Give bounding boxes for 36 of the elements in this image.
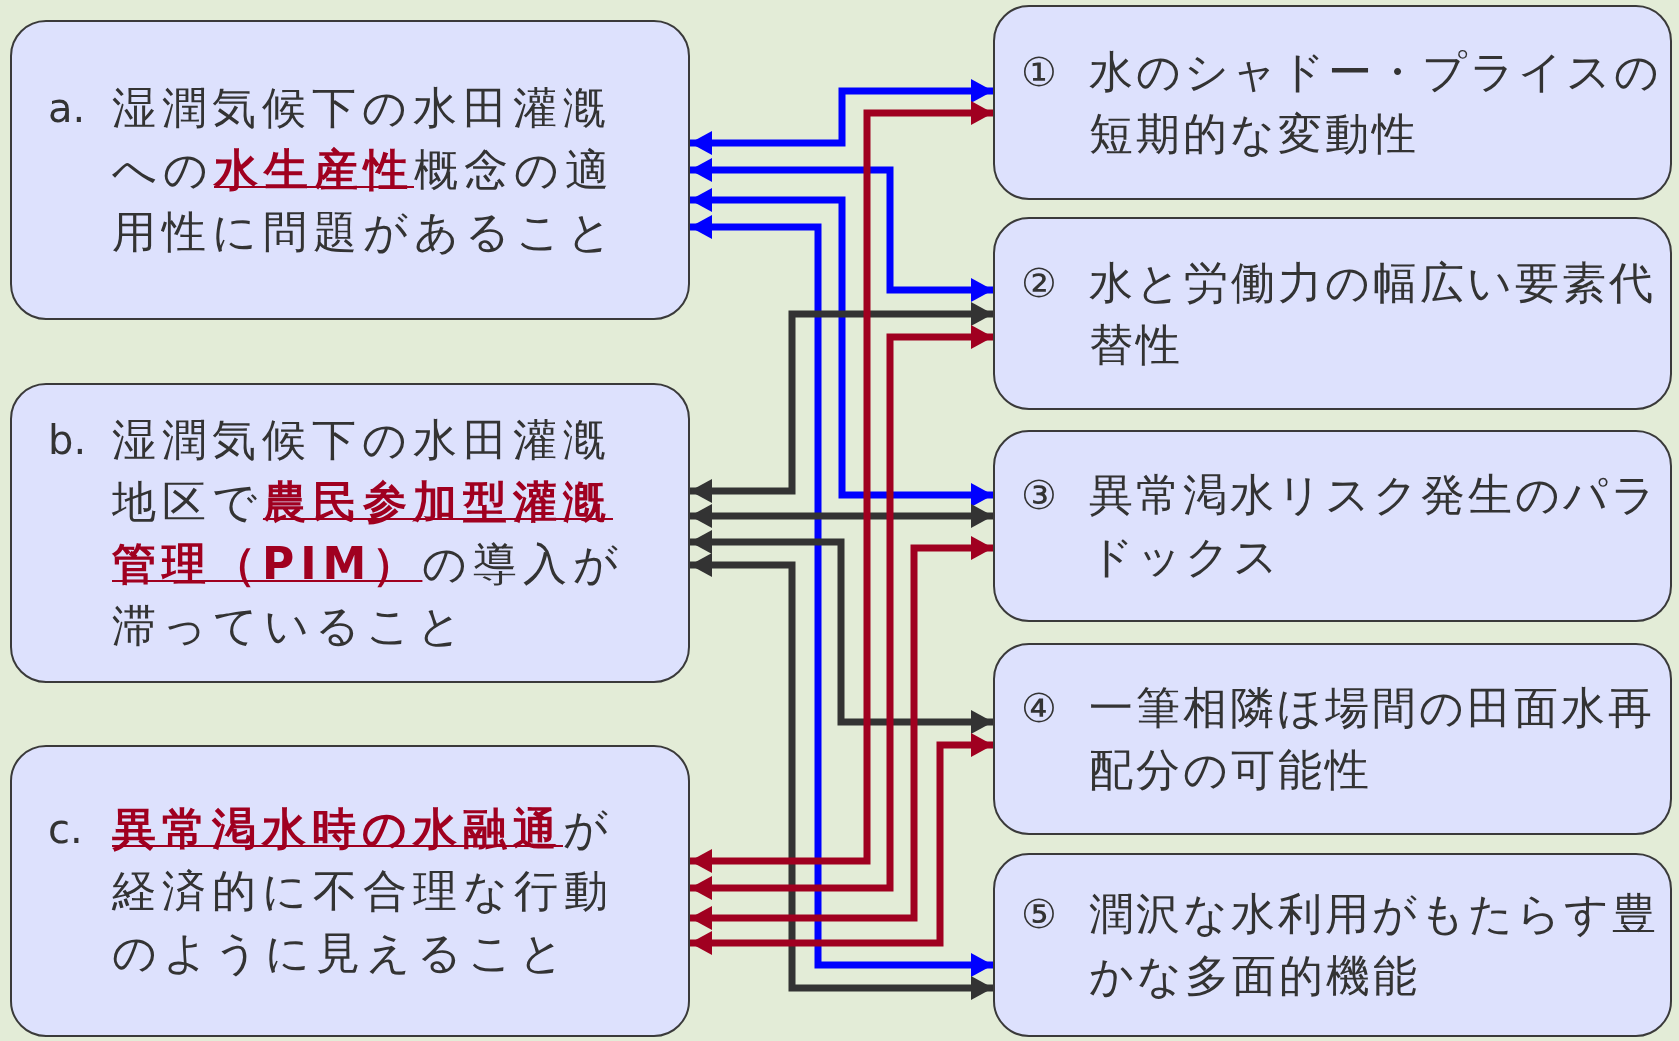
double-arrow [690, 536, 993, 930]
issue-text: 湿潤気候下の水田灌漑への水生産性概念の適用性に問題があること [112, 81, 619, 259]
item-marker: b. [48, 417, 87, 463]
double-arrow [690, 504, 993, 528]
issue-box [10, 20, 690, 320]
factor-text: 一筆相隣ほ場間の田面水再配分の可能性 [1089, 681, 1656, 797]
factor-text: 潤沢な水利用がもたらす豊かな多面的機能 [1089, 887, 1660, 1003]
factor-text: 異常渇水リスク発生のパラドックス [1089, 468, 1660, 584]
double-arrow [690, 215, 993, 977]
item-marker: ② [1021, 259, 1057, 306]
factor-text: 水と労働力の幅広い要素代替性 [1089, 255, 1657, 372]
double-arrow [690, 325, 993, 900]
factor-box [993, 430, 1672, 622]
item-marker: ① [1021, 48, 1057, 95]
item-marker: a. [48, 85, 86, 131]
double-arrow [690, 101, 993, 873]
double-arrow [690, 530, 993, 734]
factor-box [993, 853, 1672, 1037]
double-arrow [690, 733, 993, 955]
factor-box [993, 217, 1672, 410]
double-arrow [690, 79, 993, 155]
factor-box [993, 5, 1672, 200]
item-marker: c. [48, 806, 83, 852]
issue-box [10, 745, 690, 1037]
double-arrow [690, 302, 993, 503]
item-marker: ③ [1021, 472, 1057, 518]
issue-text: 異常渇水時の水融通が経済的に不合理な行動のように見えること [112, 802, 615, 980]
item-marker: ④ [1021, 685, 1057, 731]
factor-text: 水のシャドー・プライスの短期的な変動性 [1089, 44, 1663, 161]
item-marker: ⑤ [1021, 891, 1057, 937]
factor-box [993, 643, 1672, 835]
issue-text: 湿潤気候下の水田灌漑地区で農民参加型灌漑管理（PIM）の導入が滞っていること [112, 413, 626, 653]
double-arrow [690, 188, 993, 507]
double-arrow [690, 158, 993, 302]
issue-box [10, 383, 690, 683]
double-arrow [690, 553, 993, 1000]
